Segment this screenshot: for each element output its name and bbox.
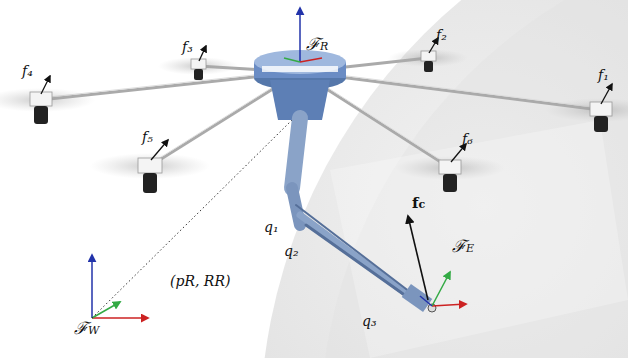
symbol-label: f₂ xyxy=(436,28,447,42)
symbol-label: q₃ xyxy=(362,314,377,328)
symbol-label: fc xyxy=(412,196,425,211)
symbol-label: q₂ xyxy=(284,244,299,258)
symbol-label: f₅ xyxy=(142,130,153,144)
symbol-label: f₃ xyxy=(182,40,193,54)
symbol-label: (pR, RR) xyxy=(170,274,230,288)
symbol-label: ℱE xyxy=(452,238,474,255)
symbol-label: f₁ xyxy=(598,68,609,82)
symbol-label: f₄ xyxy=(22,64,33,78)
symbol-label: q₁ xyxy=(264,220,279,234)
symbol-label: f₆ xyxy=(462,132,473,146)
symbol-label: ℱR xyxy=(306,36,328,53)
symbol-label: ℱW xyxy=(74,320,99,337)
